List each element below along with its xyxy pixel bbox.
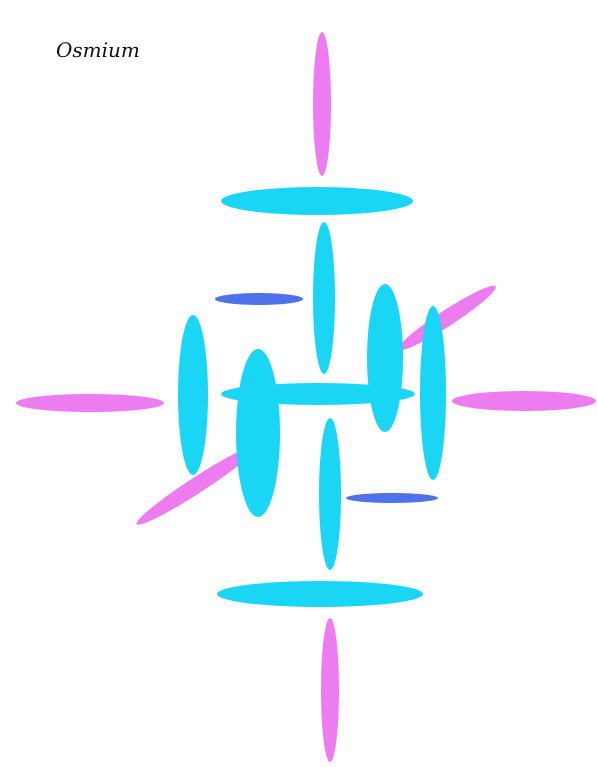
cyan-left-outer xyxy=(178,315,208,475)
cyan-top-bar xyxy=(221,187,413,215)
cyan-upper-center xyxy=(313,222,335,374)
magenta-upper-diagonal xyxy=(394,280,500,357)
blue-upper-dash xyxy=(215,293,303,305)
magenta-bottom-spike xyxy=(321,618,339,762)
cyan-right-inner xyxy=(367,284,403,432)
cyan-bottom-bar xyxy=(217,581,423,607)
magenta-left-spike xyxy=(16,394,164,412)
blue-lower-dash xyxy=(346,493,438,503)
cyan-right-outer xyxy=(420,306,446,480)
cyan-lower-center xyxy=(319,418,341,570)
cyan-left-inner xyxy=(236,349,280,517)
magenta-top-spike xyxy=(313,32,331,176)
magenta-right-spike xyxy=(452,391,596,411)
